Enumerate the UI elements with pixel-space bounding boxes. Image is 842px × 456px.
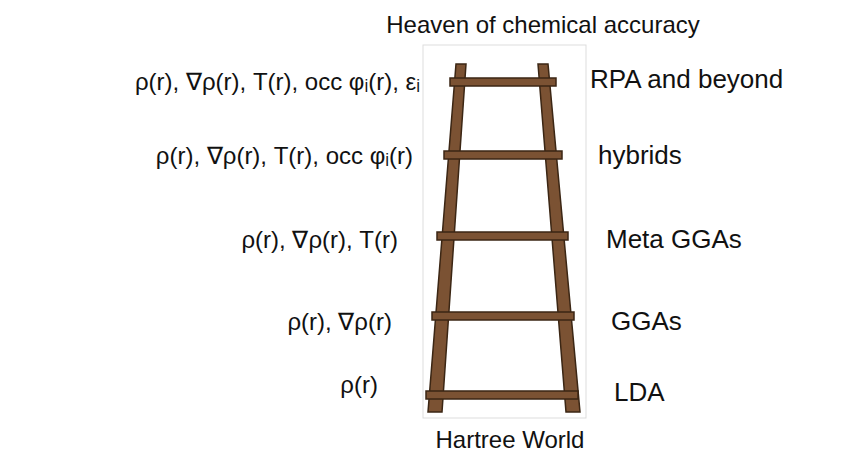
ingredient-label: ρ(r), ∇ρ(r), T(r), occ φᵢ(r): [156, 142, 413, 170]
ladder-rung: [426, 391, 578, 399]
ladder-rung: [432, 312, 574, 320]
rung-label: RPA and beyond: [590, 65, 783, 95]
ladder-rung: [450, 78, 556, 86]
rung-label: LDA: [614, 378, 665, 408]
rung-label: GGAs: [611, 307, 682, 337]
ladder-rung: [444, 151, 562, 159]
ingredient-label: ρ(r), ∇ρ(r), T(r), occ φᵢ(r), εᵢ: [135, 68, 420, 96]
ladder-caption: Hartree World: [436, 426, 585, 454]
ladder-title: Heaven of chemical accuracy: [386, 11, 699, 39]
ingredient-label: ρ(r), ∇ρ(r), T(r): [241, 226, 398, 254]
ingredient-label: ρ(r): [340, 371, 378, 399]
ladder-rung: [437, 232, 568, 240]
rung-label: hybrids: [598, 141, 682, 171]
rung-label: Meta GGAs: [606, 225, 742, 255]
ladder-frame: [423, 45, 586, 418]
ingredient-label: ρ(r), ∇ρ(r): [287, 308, 392, 336]
